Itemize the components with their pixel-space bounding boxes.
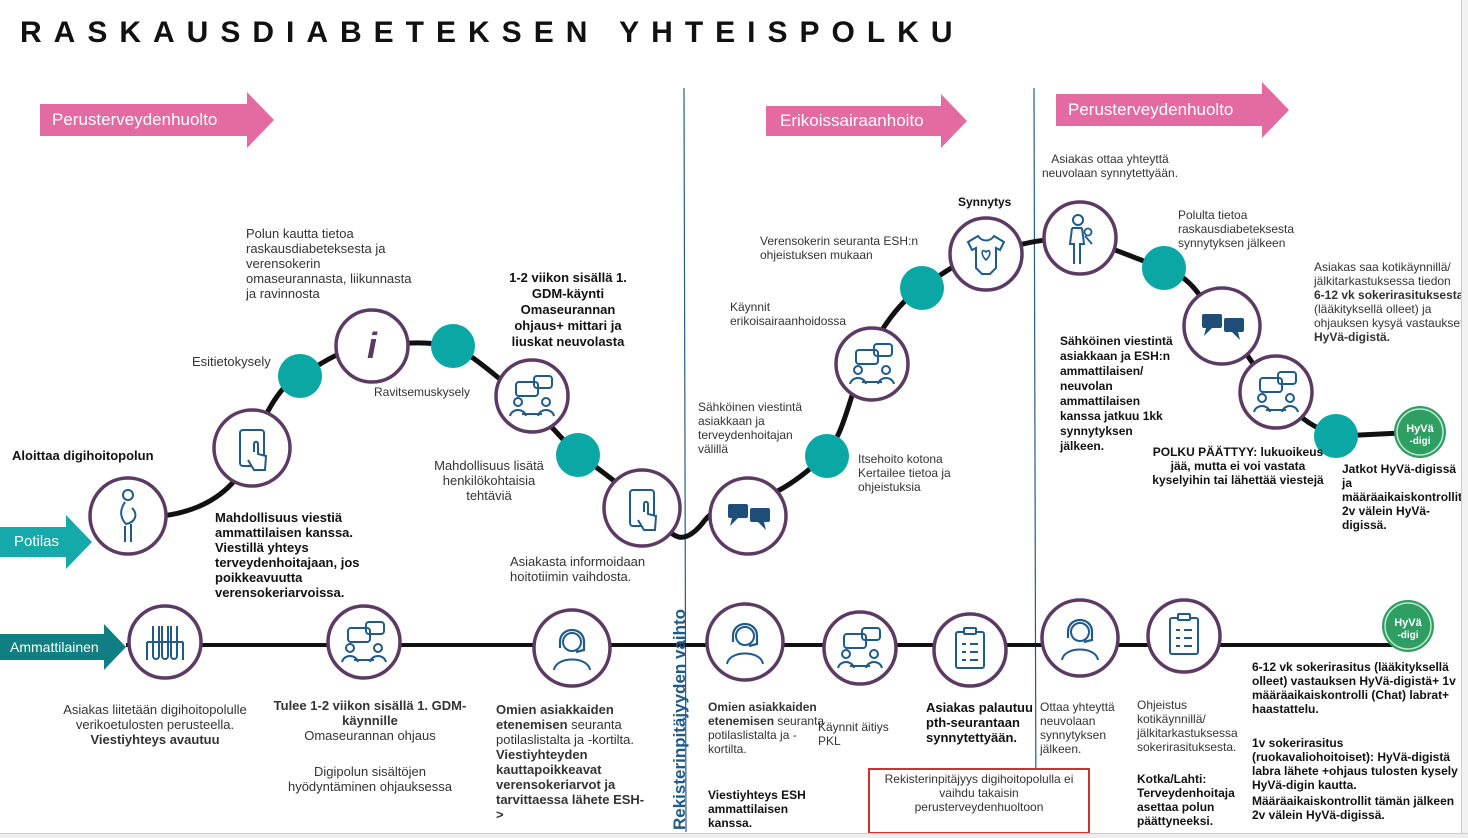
control-text-2: 1v sokerirasitus (ruokavaliohoitoiset): … <box>1252 736 1458 792</box>
own-clients-text-2: Omien asiakkaiden etenemisen seuranta po… <box>708 700 826 756</box>
lane-label-patient: Potilas <box>14 533 60 550</box>
svg-text:HyVä: HyVä <box>1406 423 1434 435</box>
register-note-box: Rekisterinpitäjyys digihoitopolulla ei v… <box>868 768 1090 834</box>
chat-bubbles-icon <box>708 476 788 556</box>
birth-text: Synnytys <box>958 195 1012 209</box>
headset-person-icon <box>532 608 612 688</box>
lane-arrow-patient <box>0 515 92 569</box>
svg-text:-digi: -digi <box>1397 630 1418 641</box>
clipboard-icon <box>932 612 1008 688</box>
hyva-digi-logo: HyVä -digi <box>1394 406 1446 458</box>
right-edge <box>1461 0 1468 838</box>
baby-onesie-icon <box>948 216 1024 292</box>
gdm-visit-pro-text: Tulee 1-2 viikon sisällä 1. GDM-käynnill… <box>270 698 470 743</box>
control-text-1: 6-12 vk sokerirasitus (lääkityksellä oll… <box>1252 660 1456 716</box>
register-note-text: Rekisterinpitäjyys digihoitopolulla ei v… <box>884 772 1074 814</box>
kotka-lahti-text: Kotka/Lahti: Terveydenhoitaja asettaa po… <box>1137 772 1235 828</box>
headset-person-icon <box>705 602 785 682</box>
top-edge <box>0 0 1468 3</box>
digipath-content-text: Digipolun sisältöjen hyödyntäminen ohjau… <box>287 764 453 794</box>
test-tubes-icon <box>127 604 203 680</box>
esh-messaging-text: Viestiyhteys ESH ammattilaisen kanssa. <box>708 788 806 830</box>
own-clients-text-1: Omien asiakkaiden etenemisen seuranta po… <box>496 702 646 822</box>
divider-line-2 <box>1033 87 1037 833</box>
e-messaging-text-1: Sähköinen viestintä asiakkaan ja terveyd… <box>698 400 803 456</box>
register-change-label: Rekisterinpitäjyyden vaihto <box>670 608 689 830</box>
svg-text:-digi: -digi <box>1409 436 1430 447</box>
glucose-monitoring-text: Verensokerin seuranta ESH:n ohjeistuksen… <box>760 234 919 262</box>
teal-dot <box>278 354 322 398</box>
banner-phase-1: Perusterveydenhuolto <box>52 110 218 129</box>
own-clients-tail-1: seuranta potilaslistalta ja -kortilta. <box>496 717 634 747</box>
message-referral-text: Viestiyhteyden kauttapoikkeavat verensok… <box>496 747 645 822</box>
bottom-edge <box>0 833 1468 838</box>
patient-info-bold-2: HyVä-digistä. <box>1314 330 1391 344</box>
svg-text:i: i <box>367 325 378 366</box>
consultation-icon <box>494 358 570 434</box>
teal-dot <box>1142 246 1186 290</box>
patient-info-bold: 6-12 vk sokerirasituksesta <box>1314 288 1464 302</box>
guidance-text: Ohjeistus kotikäynnillä/ jälkitarkastuks… <box>1137 698 1238 754</box>
self-care-text: Itsehoito kotona Kertailee tietoa ja ohj… <box>858 452 951 494</box>
teal-dot <box>556 433 600 477</box>
consultation-icon <box>834 326 910 402</box>
join-path-main: Asiakas liitetään digihoitopolulle verik… <box>63 702 247 732</box>
banner-arrow-3 <box>1056 82 1289 138</box>
team-change-info-text: Asiakasta informoidaan hoitotiimin vaihd… <box>510 554 646 584</box>
path-info-text: Polun kautta tietoa raskausdiabeteksesta… <box>246 226 412 301</box>
svg-text:HyVä: HyVä <box>1394 617 1422 629</box>
info-icon: i <box>334 308 410 384</box>
phone-tap-icon <box>602 468 682 548</box>
gdm-visit-text: 1-2 viikon sisällä 1. GDM-käynti Omaseur… <box>509 270 627 349</box>
banner-arrow-2 <box>766 94 967 148</box>
hyva-digi-logo: HyVä -digi <box>1382 600 1434 652</box>
lane-arrow-professional <box>0 624 126 670</box>
phone-tap-icon <box>212 408 292 488</box>
chat-bubbles-icon <box>1182 286 1262 366</box>
messaging-possibility-text: Mahdollisuus viestiä ammattilaisen kanss… <box>215 510 360 600</box>
specialist-visits-text: Käynnit erikoisairaanhoidossa <box>730 300 847 328</box>
join-path-bold: Viestiyhteys avautuu <box>90 732 220 747</box>
patient-info-tail: (lääkityksellä olleet) ja ohjauksen kysy… <box>1314 302 1464 330</box>
pregnant-woman-icon <box>88 476 168 556</box>
postpartum-info-text: Polulta tietoa raskausdiabeteksesta synn… <box>1178 208 1295 250</box>
e-messaging-text-2: Sähköinen viestintä asiakkaan ja ESH:n a… <box>1060 334 1173 453</box>
mother-child-icon <box>1042 200 1118 276</box>
teal-dot <box>900 266 944 310</box>
start-text: Aloittaa digihoitopolun <box>12 448 154 463</box>
patient-info-intro: Asiakas saa kotikäynnillä/ jälkitarkastu… <box>1314 260 1451 288</box>
teal-dot <box>431 324 475 368</box>
banner-phase-3: Perusterveydenhuolto <box>1068 100 1234 119</box>
pre-info-survey-text: Esitietokysely <box>192 354 271 369</box>
consultation-icon <box>1238 354 1314 430</box>
personal-tasks-text: Mahdollisuus lisätä henkilökohtaisia teh… <box>434 458 544 503</box>
headset-person-icon <box>1040 598 1120 678</box>
banner-arrow-1 <box>40 92 274 148</box>
continuation-text: Jatkot HyVä-digissä ja määräaikaiskontro… <box>1342 462 1463 532</box>
teal-dot <box>805 434 849 478</box>
own-clients-bold-1: Omien asiakkaiden etenemisen <box>496 702 614 732</box>
clipboard-icon <box>1146 598 1222 674</box>
gdm-visit-pro-bold: Tulee 1-2 viikon sisällä 1. GDM-käynnill… <box>273 698 467 728</box>
page-title: RASKAUSDIABETEKSEN YHTEISPOLKU <box>20 16 965 49</box>
control-text-3: Määräaikaiskontrollit tämän jälkeen 2v v… <box>1252 794 1455 822</box>
own-clients-bold-2: Omien asiakkaiden etenemisen <box>708 700 817 728</box>
join-path-text: Asiakas liitetään digihoitopolulle verik… <box>44 702 266 747</box>
patient-info-text: Asiakas saa kotikäynnillä/ jälkitarkastu… <box>1314 260 1464 344</box>
returns-to-pth-text: Asiakas palautuu pth-seurantaan synnytet… <box>926 700 1033 745</box>
divider-line-1 <box>683 87 687 833</box>
lane-label-professional: Ammattilainen <box>10 639 99 655</box>
banner-phase-2: Erikoissairaanhoito <box>780 111 924 130</box>
own-clients-tail-2: seuranta potilaslistalta ja -kortilta. <box>708 714 825 756</box>
contact-after-birth-text: Ottaa yhteyttä neuvolaan synnytyksen jäl… <box>1040 700 1115 756</box>
nutrition-survey-text: Ravitsemuskysely <box>374 385 471 399</box>
consultation-icon <box>822 610 898 686</box>
self-monitoring-guidance: Omaseurannan ohjaus <box>304 728 436 743</box>
consultation-icon <box>326 604 402 680</box>
maternity-visits-text: Käynnit äitiys PKL <box>818 720 889 748</box>
teal-dot <box>1314 414 1358 458</box>
path-ends-text: POLKU PÄÄTTYY: lukuoikeus jää, mutta ei … <box>1152 445 1324 487</box>
contact-clinic-text: Asiakas ottaa yhteyttä neuvolaan synnyte… <box>1041 152 1179 180</box>
